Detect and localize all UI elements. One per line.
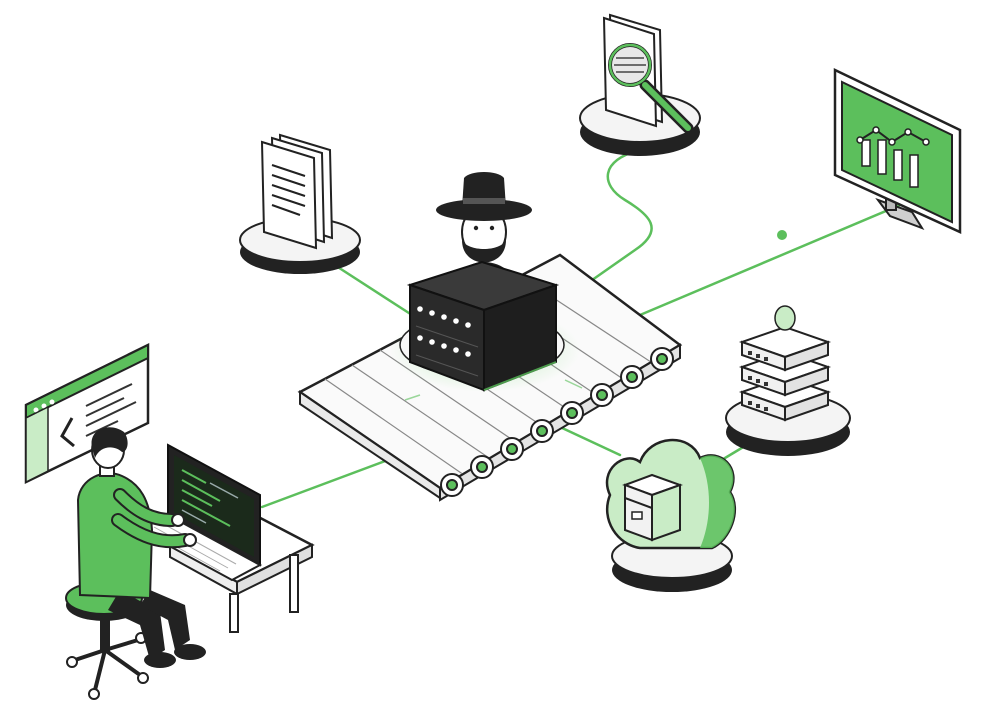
code-editor-node <box>24 342 150 484</box>
magnifier-document-icon <box>602 13 694 134</box>
central-node <box>390 172 580 392</box>
developer-at-laptop-icon <box>137 443 263 582</box>
developer-figure-icon <box>76 427 206 668</box>
connector-dot <box>777 230 787 240</box>
cloud-storage-node <box>605 438 736 592</box>
server-box-icon <box>406 260 560 392</box>
servers-node <box>725 305 851 456</box>
connector-search <box>583 148 653 287</box>
code-window-icon <box>24 342 150 484</box>
light-sparks <box>404 379 583 401</box>
search-node <box>579 13 701 156</box>
analytics-node <box>833 68 962 234</box>
connector-analytics <box>638 203 902 317</box>
cloud-box-icon <box>605 438 736 550</box>
documents-node <box>239 133 361 274</box>
document-stack-icon <box>260 133 334 250</box>
monitor-chart-icon <box>833 68 962 234</box>
developer-node <box>65 427 315 700</box>
connector-documents <box>328 260 414 317</box>
server-stack-icon <box>738 305 832 422</box>
